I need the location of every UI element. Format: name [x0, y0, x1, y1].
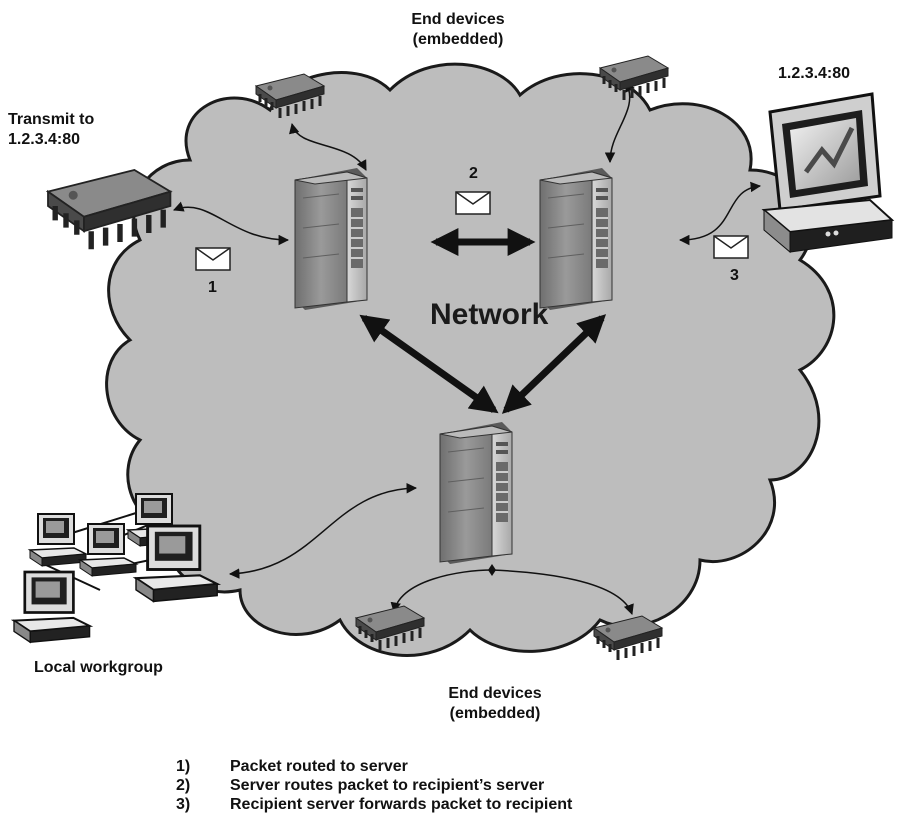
label-local-workgroup: Local workgroup: [34, 659, 163, 676]
envelope-step3: [713, 235, 749, 259]
network-cloud: [105, 62, 836, 657]
legend-row-2: 2) Server routes packet to recipient’s s…: [176, 776, 572, 795]
junction-node: [488, 564, 496, 576]
server-right: [539, 167, 613, 311]
recipient-computer: [761, 92, 895, 254]
envelope-step2: [455, 191, 491, 215]
legend-text-1: Packet routed to server: [230, 758, 408, 775]
arrow-chip-topleft: [289, 122, 367, 171]
arrow-right-bottom-servers: [501, 314, 607, 414]
workgroup-pc-2: [29, 513, 87, 567]
legend-num-2: 2): [176, 777, 191, 794]
label-top-end-devices: End devices (embedded): [388, 10, 528, 50]
label-transmit: Transmit to 1.2.3.4:80: [8, 110, 94, 150]
label-network: Network: [430, 298, 549, 331]
label-top-end-devices-line2: (embedded): [412, 31, 504, 48]
steps-legend: 1) Packet routed to server 2) Server rou…: [176, 757, 572, 814]
label-bottom-end-devices-line2: (embedded): [449, 705, 541, 722]
arrow-chip-bottomright: [491, 569, 634, 615]
arrow-chip-topright: [604, 81, 635, 164]
workgroup-pc-front: [12, 570, 91, 644]
label-transmit-line1: Transmit to: [8, 111, 95, 128]
server-bottom: [439, 421, 513, 565]
label-transmit-line2: 1.2.3.4:80: [8, 131, 81, 148]
arrow-chip-transmit: [173, 201, 290, 246]
device-link-arrows: [173, 81, 762, 615]
legend-row-3: 3) Recipient server forwards packet to r…: [176, 795, 572, 814]
label-step2: 2: [469, 165, 478, 182]
server-left: [294, 167, 368, 311]
envelope-step1: [195, 247, 231, 271]
legend-num-1: 1): [176, 758, 191, 775]
label-step3: 3: [730, 267, 739, 284]
legend-text-2: Server routes packet to recipient’s serv…: [230, 777, 545, 794]
legend-text-3: Recipient server forwards packet to reci…: [230, 796, 573, 813]
label-step1: 1: [208, 279, 217, 296]
arrow-workgroup: [228, 482, 418, 579]
local-workgroup-computers: [12, 493, 219, 644]
label-bottom-end-devices: End devices (embedded): [425, 684, 565, 724]
arrow-left-bottom-servers: [359, 314, 499, 414]
label-bottom-end-devices-line1: End devices: [448, 685, 542, 702]
legend-row-1: 1) Packet routed to server: [176, 757, 572, 776]
label-top-end-devices-line1: End devices: [411, 11, 505, 28]
arrow-recipient-computer: [678, 181, 762, 246]
arrow-chip-bottomleft: [390, 569, 493, 614]
label-recipient-address: 1.2.3.4:80: [778, 65, 851, 82]
server-link-arrows: [359, 228, 607, 414]
legend-num-3: 3): [176, 796, 191, 813]
